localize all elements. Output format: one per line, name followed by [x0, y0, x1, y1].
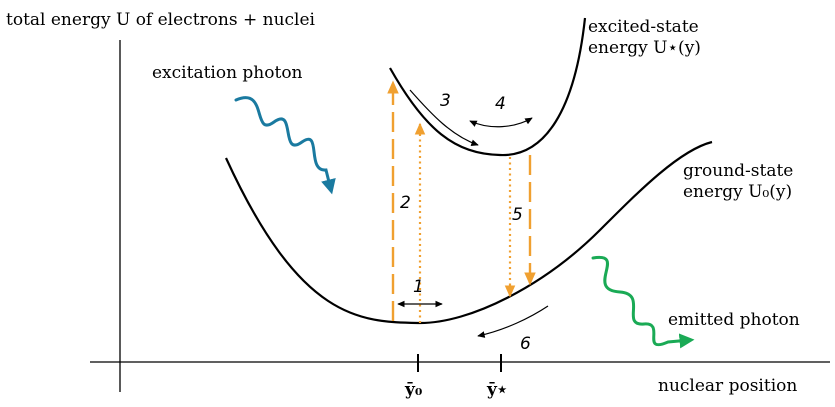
- step-label-1: 1: [413, 277, 424, 297]
- step3-arrow: [409, 89, 479, 146]
- excitation-photon-label: excitation photon: [152, 63, 303, 83]
- step6-arrow: [477, 305, 549, 338]
- excited-state-label-2: energy U⋆(y): [588, 38, 701, 58]
- ground-state-label-1: ground-state: [683, 161, 793, 181]
- excitation-photon-wave: [234, 96, 336, 195]
- tick-label-ystar: ȳ⋆: [486, 380, 508, 400]
- step-label-4: 4: [495, 94, 506, 114]
- step4-arrow: [469, 117, 533, 128]
- ground-state-label-2: energy U₀(y): [683, 182, 792, 202]
- excited-state-label-1: excited-state: [588, 17, 699, 37]
- emitted-photon-label: emitted photon: [668, 310, 800, 330]
- y-axis-title: total energy U of electrons + nuclei: [6, 10, 316, 30]
- step-label-5: 5: [512, 205, 523, 225]
- emitted-photon-wave: [591, 255, 695, 349]
- step-label-2: 2: [400, 193, 411, 213]
- tick-label-y0: ȳ₀: [404, 380, 422, 400]
- excited-state-curve: [389, 17, 587, 157]
- step-label-3: 3: [440, 91, 451, 111]
- x-axis-title: nuclear position: [658, 376, 797, 396]
- ground-state-curve: [224, 140, 713, 325]
- step-label-6: 6: [520, 334, 531, 354]
